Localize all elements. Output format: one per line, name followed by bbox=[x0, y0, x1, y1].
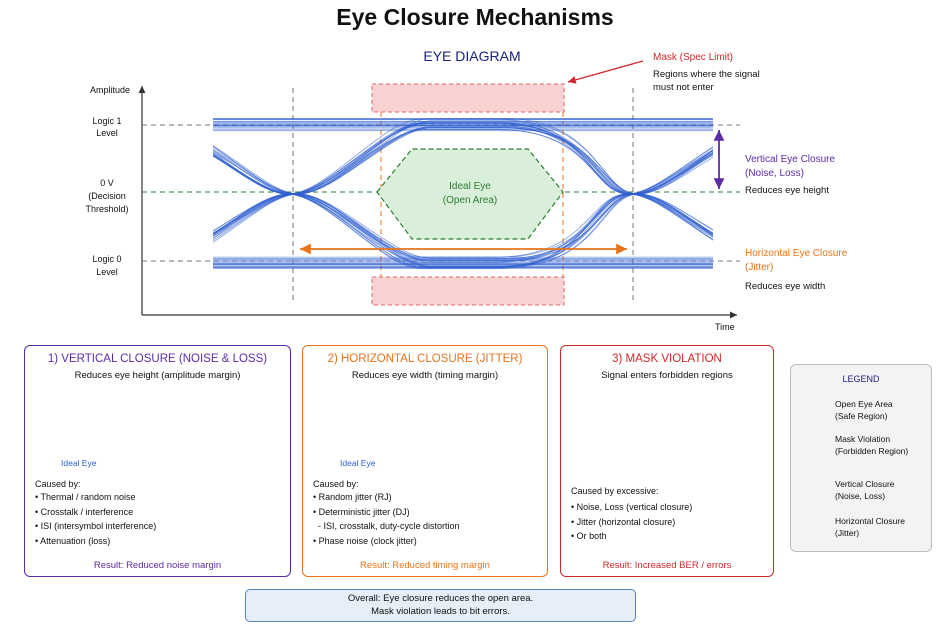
eye-trace bbox=[213, 146, 713, 258]
panel-horizontal-closure: 2) HORIZONTAL CLOSURE (JITTER) Reduces e… bbox=[302, 345, 548, 577]
panel-horizontal-result: Result: Reduced timing margin bbox=[360, 560, 490, 571]
eye-trace bbox=[213, 118, 713, 240]
eye-traces bbox=[213, 118, 713, 270]
eye-trace bbox=[213, 123, 713, 241]
level-labels: Logic 1 Level 0 V (Decision Threshold) L… bbox=[85, 116, 128, 277]
panel-horizontal-causes-heading: Caused by: bbox=[313, 479, 359, 489]
x-axis-label: Time bbox=[715, 322, 735, 332]
panel-mask-result: Result: Increased BER / errors bbox=[602, 560, 732, 571]
legend-label-horizontal: Horizontal Closure (Jitter) bbox=[835, 516, 905, 538]
logic0-label-line1: Logic 0 bbox=[92, 254, 121, 264]
cause-item: • Or both bbox=[571, 531, 607, 541]
panel-vertical-ideal-label: Ideal Eye bbox=[61, 458, 97, 468]
panel-horizontal-ideal-label: Ideal Eye bbox=[340, 458, 376, 468]
horizontal-callout-desc: Reduces eye width bbox=[745, 281, 825, 292]
page-title: Eye Closure Mechanisms bbox=[336, 4, 614, 30]
eye-trace bbox=[213, 127, 713, 243]
panel-vertical-closure: 1) VERTICAL CLOSURE (NOISE & LOSS) Reduc… bbox=[24, 345, 291, 577]
horizontal-callout-title-line1: Horizontal Eye Closure bbox=[745, 248, 848, 259]
legend-label-vertical: Vertical Closure (Noise, Loss) bbox=[835, 479, 895, 501]
mask-callout-desc-line1: Regions where the signal bbox=[653, 69, 760, 80]
panel-vertical-result: Result: Reduced noise margin bbox=[93, 560, 222, 571]
cause-item: • Phase noise (clock jitter) bbox=[313, 535, 417, 546]
logic1-label-line1: Logic 1 bbox=[92, 116, 121, 126]
y-axis-label: Amplitude bbox=[90, 85, 130, 95]
panel-mask-causes-heading: Caused by excessive: bbox=[571, 486, 659, 496]
legend: LEGEND Open Eye Area (Safe Region) Mask … bbox=[790, 364, 932, 552]
zero-label-line3: Threshold) bbox=[85, 204, 128, 214]
cause-item: • Thermal / random noise bbox=[35, 492, 136, 502]
overall-summary-line2: Mask violation leads to bit errors. bbox=[371, 605, 510, 617]
panel-horizontal-subtitle: Reduces eye width (timing margin) bbox=[351, 370, 499, 381]
cause-item: • Noise, Loss (vertical closure) bbox=[571, 502, 693, 512]
panel-horizontal-causes-list: • Random jitter (RJ) • Deterministic jit… bbox=[313, 490, 460, 548]
eye-trace bbox=[213, 120, 713, 236]
mask-bottom bbox=[371, 276, 565, 306]
panel-mask-causes-list: • Noise, Loss (vertical closure) • Jitte… bbox=[571, 500, 692, 544]
panel-mask-subtitle: Signal enters forbidden regions bbox=[601, 370, 733, 381]
cause-item: • Deterministic jitter (DJ) bbox=[313, 506, 410, 517]
cause-item: - ISI, crosstalk, duty-cycle distortion bbox=[318, 521, 460, 531]
panel-vertical-subtitle: Reduces eye height (amplitude margin) bbox=[74, 370, 241, 381]
eye-trace bbox=[213, 126, 713, 239]
panel-vertical-causes-list: • Thermal / random noise • Crosstalk / i… bbox=[35, 490, 156, 548]
panel-vertical-title: 1) VERTICAL CLOSURE (NOISE & LOSS) bbox=[47, 353, 268, 365]
mask-callout-arrow bbox=[567, 60, 644, 84]
legend-label-mask: Mask Violation (Forbidden Region) bbox=[835, 434, 909, 456]
panel-mask-violation: 3) MASK VIOLATION Signal enters forbidde… bbox=[560, 345, 774, 577]
ideal-eye-region bbox=[376, 148, 564, 240]
vertical-callout-title-line1: Vertical Eye Closure bbox=[745, 154, 835, 165]
eye-trace bbox=[213, 146, 713, 262]
diagram-heading: EYE DIAGRAM bbox=[423, 48, 520, 64]
ideal-eye-label-line2: (Open Area) bbox=[443, 195, 497, 206]
horizontal-callout-title-line2: (Jitter) bbox=[745, 262, 773, 273]
panel-mask-title: 3) MASK VIOLATION bbox=[612, 353, 722, 365]
vertical-callout-desc: Reduces eye height bbox=[745, 185, 829, 196]
cause-item: • Jitter (horizontal closure) bbox=[571, 516, 676, 527]
cause-item: • ISI (intersymbol interference) bbox=[35, 521, 157, 531]
overall-summary: Overall: Eye closure reduces the open ar… bbox=[245, 589, 636, 622]
mask-top bbox=[371, 83, 565, 113]
mask-callout-title: Mask (Spec Limit) bbox=[653, 52, 733, 63]
vertical-callout-title-line2: (Noise, Loss) bbox=[745, 168, 804, 179]
cause-item: • Attenuation (loss) bbox=[35, 535, 111, 546]
cause-item: • Crosstalk / interference bbox=[35, 506, 134, 517]
legend-label-open-eye: Open Eye Area (Safe Region) bbox=[835, 399, 893, 421]
mask-callout-desc-line2: must not enter bbox=[653, 82, 714, 93]
zero-label-line1: 0 V bbox=[100, 178, 114, 188]
logic1-label-line2: Level bbox=[96, 128, 118, 138]
panel-horizontal-title: 2) HORIZONTAL CLOSURE (JITTER) bbox=[327, 353, 523, 365]
legend-title: LEGEND bbox=[842, 374, 880, 384]
overall-summary-line1: Overall: Eye closure reduces the open ar… bbox=[347, 593, 534, 604]
zero-label-line2: (Decision bbox=[88, 191, 126, 201]
cause-item: • Random jitter (RJ) bbox=[313, 492, 392, 502]
logic0-label-line2: Level bbox=[96, 267, 118, 277]
ideal-eye-label-line1: Ideal Eye bbox=[449, 181, 491, 192]
panel-vertical-causes-heading: Caused by: bbox=[35, 479, 81, 489]
